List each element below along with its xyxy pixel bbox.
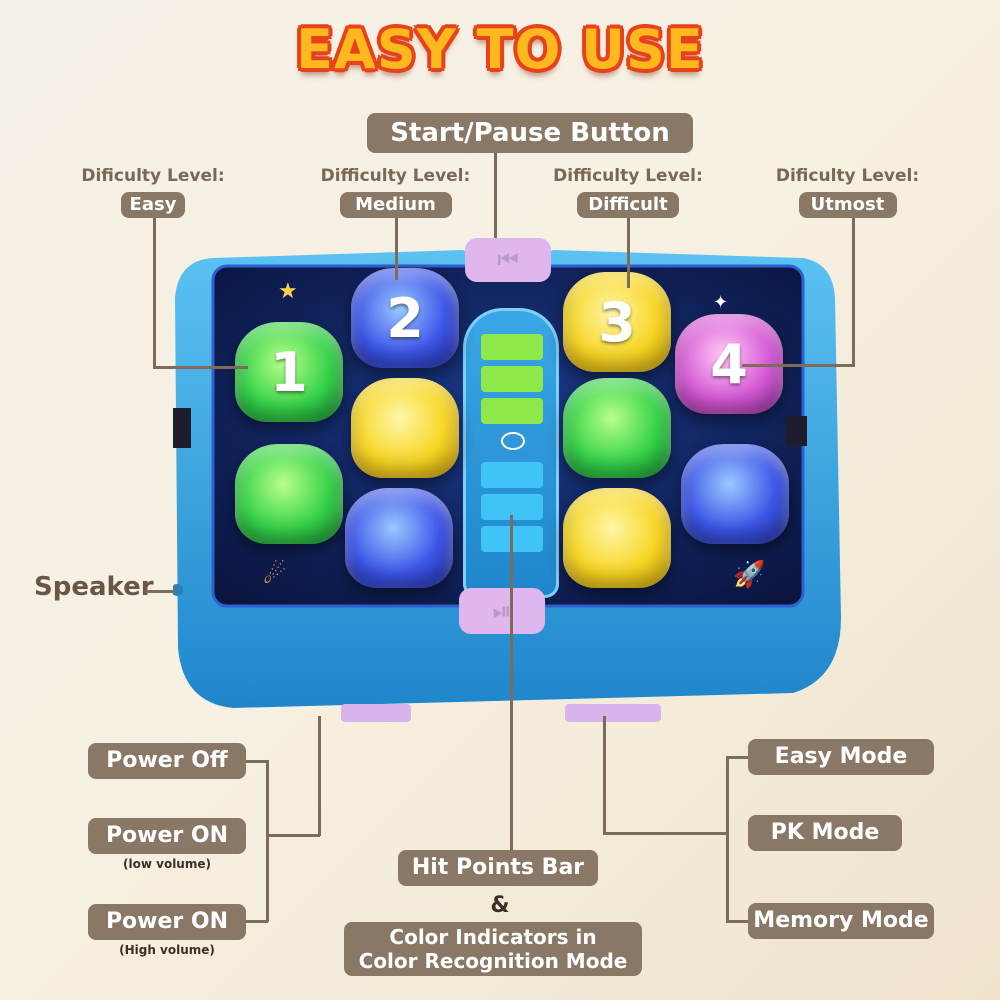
indicator-light: [481, 462, 543, 488]
level-difficult: Difficulty Level: Difficult: [548, 166, 708, 218]
power-switch[interactable]: [341, 704, 411, 722]
level-easy: Dificulty Level: Easy: [78, 166, 228, 218]
mole-button[interactable]: [235, 444, 343, 544]
ampersand: &: [490, 893, 510, 918]
mole-button[interactable]: [345, 488, 453, 588]
color-indicators-line2: Color Recognition Mode: [358, 949, 628, 973]
level-value: Easy: [121, 192, 185, 218]
level-value: Medium: [339, 192, 452, 218]
level-utmost: Dificulty Level: Utmost: [770, 166, 925, 218]
whack-a-mole-device: ★ ✦ ☄ 🚀 ⏮ ⏯ 1 2 3 4: [173, 238, 843, 722]
pk-mode-label: PK Mode: [748, 815, 902, 851]
color-indicators-line1: Color Indicators in: [389, 925, 597, 949]
level-value: Difficult: [577, 192, 679, 218]
level-medium: Difficulty Level: Medium: [318, 166, 473, 218]
skip-back-icon: ⏮: [497, 246, 519, 274]
start-pause-bottom-button[interactable]: ⏯: [459, 588, 545, 634]
mole-button-1[interactable]: 1: [235, 322, 343, 422]
level-title: Dificulty Level:: [775, 166, 920, 186]
mole-button[interactable]: [351, 378, 459, 478]
headline: EASY TO USE: [296, 18, 704, 81]
mole-button-4[interactable]: 4: [675, 314, 783, 414]
color-indicators-label: Color Indicators in Color Recognition Mo…: [344, 922, 642, 976]
level-title: Dificulty Level:: [81, 166, 225, 186]
start-pause-top-button[interactable]: ⏮: [465, 238, 551, 282]
mole-button-3[interactable]: 3: [563, 272, 671, 372]
level-title: Difficulty Level:: [320, 166, 471, 186]
power-off-label: Power Off: [88, 743, 246, 779]
memory-mode-label: Memory Mode: [748, 903, 934, 939]
power-on-low-label: Power ON: [88, 818, 246, 854]
mole-button[interactable]: [563, 488, 671, 588]
mode-switch[interactable]: [565, 704, 661, 722]
indicator-light: [481, 398, 543, 424]
power-on-high-note: (High volume): [119, 943, 215, 957]
indicator-light: [481, 366, 543, 392]
hit-points-label: Hit Points Bar: [398, 850, 598, 886]
speaker-label: Speaker: [34, 572, 154, 602]
power-on-high-label: Power ON: [88, 904, 246, 940]
svg-text:✦: ✦: [713, 292, 728, 313]
hit-points-bar: [463, 308, 559, 598]
easy-mode-label: Easy Mode: [748, 739, 934, 775]
mole-button[interactable]: [681, 444, 789, 544]
start-pause-label: Start/Pause Button: [367, 113, 693, 153]
svg-text:☄: ☄: [263, 560, 286, 590]
play-pause-icon: ⏯: [492, 597, 512, 625]
level-title: Difficulty Level:: [553, 166, 703, 186]
svg-text:🚀: 🚀: [733, 559, 765, 590]
svg-text:★: ★: [278, 279, 298, 304]
level-value: Utmost: [798, 192, 897, 218]
power-on-low-note: (low volume): [123, 857, 211, 871]
eye-icon: [501, 432, 525, 450]
mole-button[interactable]: [563, 378, 671, 478]
indicator-light: [481, 334, 543, 360]
mole-button-2[interactable]: 2: [351, 268, 459, 368]
